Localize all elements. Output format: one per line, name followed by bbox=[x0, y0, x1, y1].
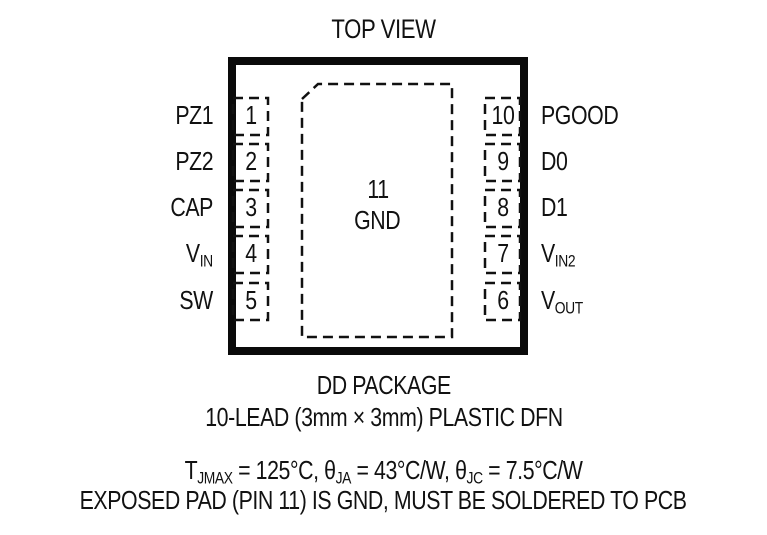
pin-number-4: 4 bbox=[245, 238, 257, 268]
pin-label-9: D0 bbox=[541, 146, 568, 176]
pin-pad-3 bbox=[231, 188, 270, 229]
exposed-pad-number: 11 bbox=[366, 174, 389, 204]
pin-pad-4 bbox=[231, 234, 270, 275]
pin-label-1: PZ1 bbox=[175, 100, 213, 130]
pin-number-3: 3 bbox=[245, 192, 257, 222]
pin-number-8: 8 bbox=[497, 192, 509, 222]
package-description: 10-LEAD (3mm × 3mm) PLASTIC DFN bbox=[204, 402, 563, 432]
pin-pad-1 bbox=[231, 96, 270, 137]
package-name: DD PACKAGE bbox=[316, 370, 451, 400]
pin-label-2: PZ2 bbox=[175, 146, 213, 176]
pin-pad-8 bbox=[483, 188, 522, 229]
pin-label-5: SW bbox=[179, 285, 213, 315]
exposed-pad-note: EXPOSED PAD (PIN 11) IS GND, MUST BE SOL… bbox=[79, 485, 687, 515]
pin-label-3: CAP bbox=[170, 192, 213, 222]
pin-number-9: 9 bbox=[497, 146, 509, 176]
pin-label-7: VIN2 bbox=[541, 238, 576, 271]
pin-pad-10 bbox=[483, 96, 522, 137]
pin-label-8: D1 bbox=[541, 192, 568, 222]
pin-number-6: 6 bbox=[497, 285, 509, 315]
pin-number-1: 1 bbox=[245, 100, 257, 130]
thermal-specs: TJMAX = 125°C, θJA = 43°C/W, θJC = 7.5°C… bbox=[184, 455, 583, 488]
pin-number-2: 2 bbox=[245, 146, 257, 176]
pin-pad-7 bbox=[483, 234, 522, 275]
pin-pad-9 bbox=[483, 142, 522, 183]
exposed-pad-outline bbox=[300, 82, 454, 339]
pin-pad-6 bbox=[483, 281, 522, 322]
pin-label-4: VIN bbox=[186, 238, 213, 271]
pin-pad-5 bbox=[231, 281, 270, 322]
pin-label-10: PGOOD bbox=[541, 100, 619, 130]
pin-number-10: 10 bbox=[491, 100, 515, 130]
diagram-title: TOP VIEW bbox=[331, 14, 436, 44]
exposed-pad-label: GND bbox=[354, 205, 401, 235]
pin-number-5: 5 bbox=[245, 285, 257, 315]
pin-pad-2 bbox=[231, 142, 270, 183]
pin-number-7: 7 bbox=[497, 238, 509, 268]
pin-label-6: VOUT bbox=[541, 285, 583, 318]
